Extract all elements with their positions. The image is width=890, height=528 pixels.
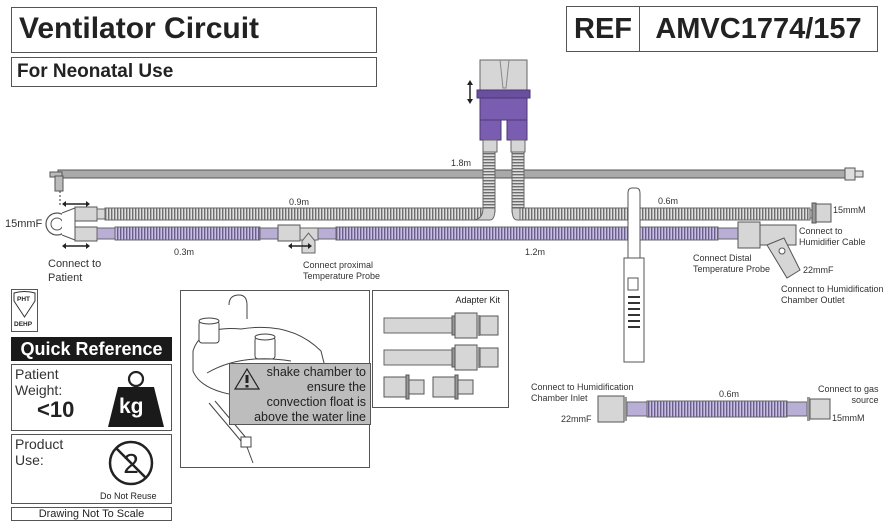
- slide-arrow-icon: [62, 201, 90, 207]
- inlet-size: 22mmF: [561, 414, 592, 424]
- dry-line: [597, 395, 831, 423]
- chamber-warning-text: shake chamber to ensure the convection f…: [254, 365, 366, 424]
- slide-arrow-icon: [62, 243, 90, 249]
- weight-value: <10: [37, 397, 75, 422]
- water-trap: [467, 59, 531, 153]
- chamber-inlet-label: Connect to Humidification Chamber Inlet: [531, 382, 634, 403]
- humidifier-cable-label: Connect to Humidifier Cable: [799, 226, 866, 247]
- do-not-reuse-caption: Do Not Reuse: [100, 491, 157, 501]
- patient-wye-connector: [45, 206, 98, 242]
- pht-dehp-symbol: PHT DEHP: [11, 289, 38, 332]
- ref-label: REF: [567, 7, 640, 51]
- page-subtitle: For Neonatal Use: [11, 57, 377, 87]
- weight-unit: kg: [119, 395, 144, 418]
- use-label-1: Product: [15, 436, 64, 452]
- expiratory-tube-0.6m: [519, 207, 811, 221]
- expiratory-port-15mmM: [815, 203, 832, 223]
- use-label-2: Use:: [15, 452, 44, 468]
- length-label: 1.8m: [451, 158, 472, 168]
- weight-icon: [108, 370, 164, 427]
- inspiratory-tube-0.3m: [114, 226, 261, 241]
- heater-wire: [49, 167, 864, 207]
- patient-weight-panel: Patient Weight: <10 kg: [11, 364, 172, 431]
- page-title: Ventilator Circuit: [11, 7, 377, 53]
- not-to-scale-note: Drawing Not To Scale: [11, 507, 172, 521]
- distal-probe-label: Connect Distal Temperature Probe: [693, 253, 771, 274]
- patient-port-size: 15mmF: [5, 218, 43, 230]
- adapter-kit-illustration: [383, 312, 499, 400]
- probe-clip: [623, 187, 645, 363]
- dry-line-tube-0.6m: [646, 400, 788, 418]
- chamber-warning-box: shake chamber to ensure the convection f…: [229, 363, 371, 425]
- pht-text: PHT: [17, 296, 30, 303]
- water-trap-hose-left: [482, 151, 496, 213]
- length-label: 0.6m: [719, 389, 740, 399]
- length-label: 0.9m: [289, 197, 310, 207]
- gas-source-size: 15mmM: [832, 413, 865, 423]
- proximal-probe-label: Connect proximal Temperature Probe: [303, 260, 381, 281]
- connect-patient-label: Connect to Patient: [48, 258, 102, 284]
- product-use-panel: Product Use: 2 Do Not Reuse: [11, 434, 172, 504]
- pht-shield-icon: [13, 291, 36, 318]
- heater-wire-plug-right: [844, 167, 856, 181]
- adapter-kit-panel: Adapter Kit: [372, 290, 509, 408]
- adapter-long: [383, 312, 499, 339]
- expiratory-tube-0.9m: [104, 207, 491, 221]
- weight-label-1: Patient: [15, 366, 59, 382]
- inspiratory-tube-1.2m: [335, 226, 719, 241]
- humidification-chamber-panel: shake chamber to ensure the convection f…: [180, 290, 371, 468]
- chamber-outlet-connector: [737, 221, 801, 279]
- expiratory-cuff: [96, 208, 106, 220]
- chamber-outlet-label: Connect to Humidification Chamber Outlet: [781, 284, 884, 305]
- ref-code: AMVC1774/157: [655, 13, 862, 45]
- dry-line-outlet-15mmM: [809, 398, 831, 420]
- adapter-long: [383, 344, 499, 371]
- dehp-text: DEHP: [14, 321, 33, 328]
- length-label: 0.6m: [658, 196, 679, 206]
- adapter-short: [383, 374, 425, 400]
- length-label: 1.2m: [525, 247, 546, 257]
- do-not-reuse-icon: 2: [108, 440, 154, 486]
- proximal-probe-port: [277, 224, 301, 242]
- chamber-outlet-size: 22mmF: [803, 265, 834, 275]
- up-down-arrow-icon: [467, 80, 473, 104]
- ref-box: REF AMVC1774/157: [566, 6, 878, 52]
- warning-triangle-icon: [234, 367, 260, 390]
- slide-arrow-icon: [288, 243, 312, 249]
- length-label: 0.3m: [174, 247, 195, 257]
- quick-reference-title: Quick Reference: [11, 337, 172, 361]
- weight-label-2: Weight:: [15, 382, 63, 398]
- gas-source-label: Connect to gas source: [818, 384, 879, 405]
- adapter-kit-title: Adapter Kit: [455, 295, 500, 305]
- expiratory-port-size: 15mmM: [833, 205, 866, 215]
- water-trap-hose-right: [511, 151, 525, 213]
- adapter-short: [432, 374, 474, 400]
